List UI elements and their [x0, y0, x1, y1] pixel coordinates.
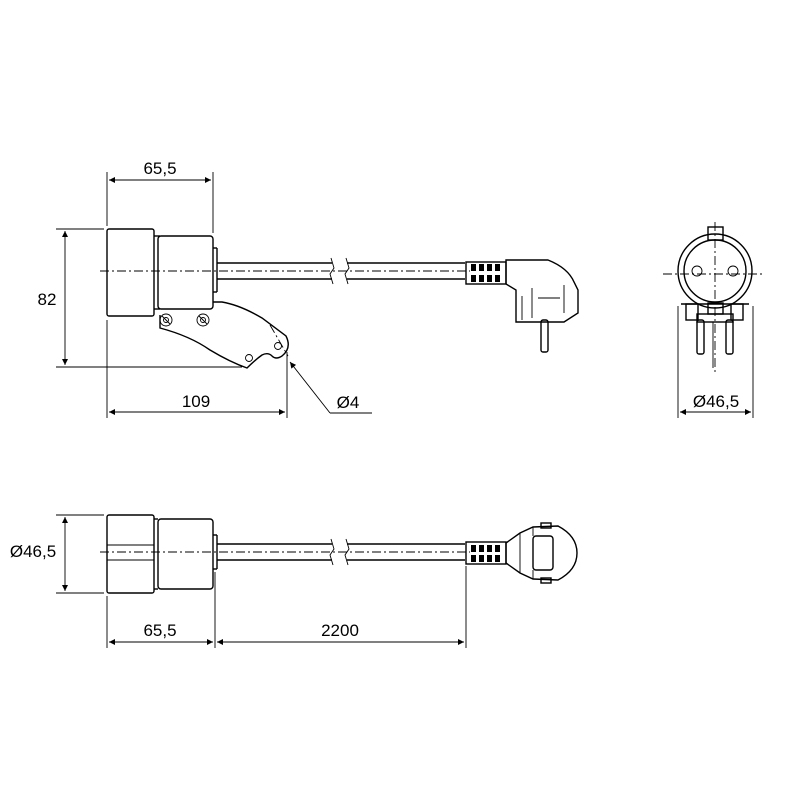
socket-body-plan [106, 514, 218, 594]
dimension-overall-length: 109 [106, 320, 288, 418]
cable [217, 257, 465, 285]
dimension-label-side-diameter: Ø46,5 [693, 392, 739, 411]
socket-face [677, 226, 753, 368]
dimension-label-cable-length: 2200 [321, 621, 359, 640]
bottom-view: Ø46,5 65,5 2200 [10, 514, 578, 648]
plug-plan [465, 522, 578, 584]
top-view: 65,5 82 109 Ø4 [38, 159, 579, 418]
dimension-bottom-diameter: Ø46,5 [10, 514, 104, 594]
dimension-hole-diameter: Ø4 [289, 361, 372, 414]
dimension-label-bottom-length: 65,5 [143, 621, 176, 640]
dimension-label-bottom-diameter: Ø46,5 [10, 542, 56, 561]
dimension-top-length: 65,5 [106, 159, 214, 233]
dimension-height: 82 [38, 228, 242, 368]
mounting-bracket [159, 301, 289, 369]
dimension-bottom-length: 65,5 [106, 572, 216, 648]
dimension-label-hole-diameter: Ø4 [337, 393, 360, 412]
socket-body [106, 228, 218, 317]
cable-plan [217, 538, 465, 566]
dimension-cable-length: 2200 [217, 566, 467, 648]
dimension-label-overall-length: 109 [182, 392, 210, 411]
side-view: Ø46,5 [663, 222, 762, 418]
dimension-side-diameter: Ø46,5 [677, 306, 754, 418]
dimension-label-height: 82 [38, 290, 57, 309]
angled-plug [465, 259, 579, 353]
dimension-label-top-length: 65,5 [143, 159, 176, 178]
